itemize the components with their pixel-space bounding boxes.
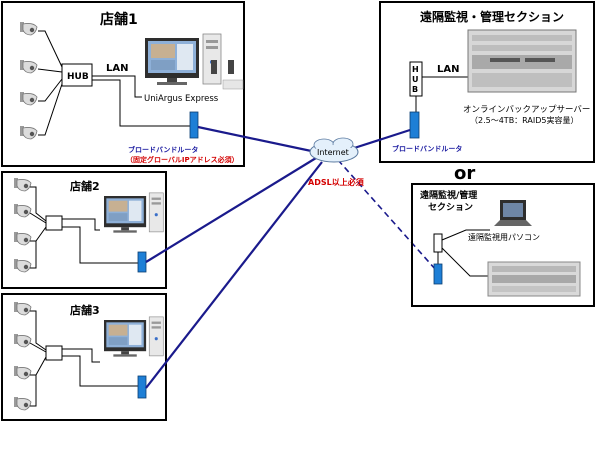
- backup-server-label: オンラインバックアップサーバー: [463, 105, 590, 115]
- camera-icon: [13, 203, 32, 218]
- camera-icon: [19, 125, 38, 140]
- camera-icon: [13, 258, 32, 273]
- camera-icon: [19, 59, 38, 74]
- store1-frame: [1, 1, 245, 167]
- store2-router-icon: [137, 251, 147, 273]
- adsl-note: ADSL以上必須: [308, 177, 365, 187]
- alt-title-line2: セクション: [428, 202, 473, 213]
- store2-frame: [1, 171, 167, 289]
- store3-hub: [45, 345, 63, 361]
- store1-cameras: [19, 21, 38, 140]
- camera-icon: [13, 365, 32, 380]
- backup-server-capacity: （2.5～4TB：RAID5実容量）: [470, 115, 579, 125]
- center-frame: [379, 1, 595, 163]
- alt-server-icon: [487, 261, 581, 297]
- center-router-icon: [409, 111, 420, 139]
- monitoring-pc-label: 遠隔監視用パソコン: [468, 232, 540, 242]
- center-router-label: ブロードバンドルータ: [392, 144, 462, 153]
- store2-cameras: [13, 177, 32, 273]
- internet-cloud-icon: [309, 137, 359, 163]
- store1-software-label: UniArgus Express: [144, 94, 219, 104]
- backup-server-icon: [467, 29, 577, 93]
- store3-frame: [1, 293, 167, 421]
- alt-hub: [433, 233, 443, 253]
- camera-icon: [13, 396, 32, 411]
- camera-icon: [19, 91, 38, 106]
- or-label: or: [454, 163, 475, 184]
- center-hub-letter-u: U: [412, 75, 419, 84]
- monitoring-laptop-icon: [494, 200, 532, 226]
- store2-hub: [45, 215, 63, 231]
- camera-icon: [13, 333, 32, 348]
- store2-workstation-icon: [103, 192, 164, 234]
- store1-hub-label: HUB: [67, 72, 89, 82]
- center-hub-letter-b: B: [412, 85, 418, 94]
- wan-links: [145, 125, 411, 389]
- store3-router-icon: [137, 375, 147, 399]
- store1-router-icon: [189, 111, 199, 139]
- center-lan-label: LAN: [437, 64, 459, 75]
- store3-cameras: [13, 301, 32, 411]
- store2-title: 店舗2: [70, 179, 100, 193]
- center-title: 遠隔監視・管理セクション: [420, 9, 564, 24]
- camera-icon: [13, 301, 32, 316]
- camera-icon: [19, 21, 38, 36]
- store1-lan-label: LAN: [106, 63, 128, 74]
- store1-hub: [61, 63, 93, 87]
- speakers-icon: [211, 60, 234, 74]
- store1-title: 店舗1: [100, 11, 138, 28]
- camera-icon: [13, 231, 32, 246]
- camera-icon: [13, 177, 32, 192]
- alt-frame: [411, 183, 595, 307]
- store1-workstation-icon: [144, 33, 244, 90]
- store1-router-note: （固定グローバルIPアドレス必須）: [126, 155, 239, 164]
- store3-title: 店舗3: [70, 303, 100, 317]
- internet-label: Internet: [317, 148, 349, 157]
- alt-router-icon: [433, 263, 443, 285]
- store1-router-label: ブロードバンドルータ: [128, 145, 198, 154]
- center-hub-letter-h: H: [412, 65, 419, 74]
- store3-workstation-icon: [103, 316, 164, 358]
- alt-title-line1: 遠隔監視/管理: [420, 189, 477, 201]
- alt-dashed-link: [337, 159, 437, 271]
